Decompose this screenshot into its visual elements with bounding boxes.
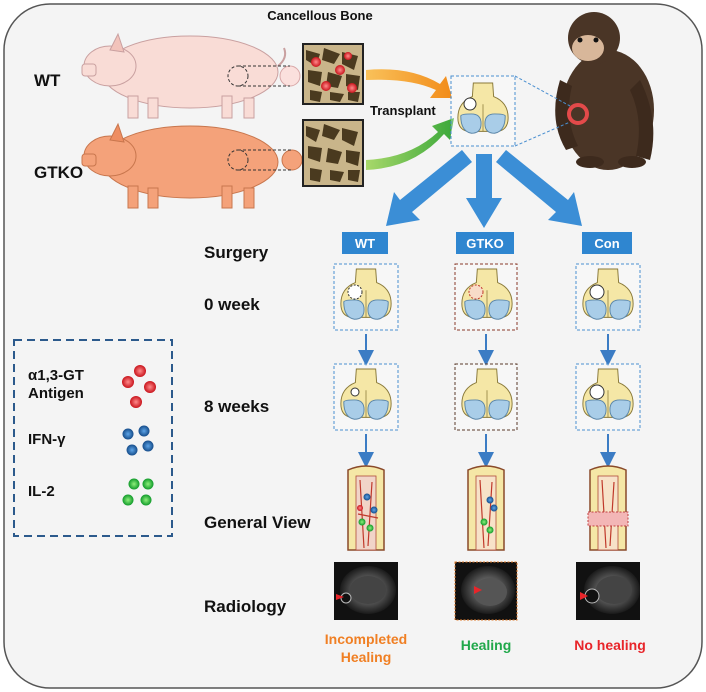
zoom-line-bottom bbox=[514, 121, 571, 147]
gtko-pig-illustration bbox=[81, 122, 303, 209]
wt-transfer-arrow bbox=[366, 69, 452, 98]
wt-bone-sample bbox=[302, 43, 364, 105]
chimpanzee-illustration bbox=[555, 12, 654, 170]
gtko-transfer-arrow bbox=[366, 118, 454, 170]
wt-week0-bone bbox=[333, 263, 399, 331]
gtko-radiology-scan bbox=[454, 561, 518, 621]
legend-blue-dots-icon bbox=[122, 425, 154, 456]
transplant-label: Transplant bbox=[370, 103, 436, 118]
group-header-wt bbox=[342, 232, 388, 254]
gtko-week0-bone bbox=[454, 263, 518, 331]
wt-general-view bbox=[347, 465, 385, 551]
arrow-to-con bbox=[496, 150, 582, 226]
transplant-femur-box bbox=[450, 75, 516, 147]
con-week8-bone bbox=[575, 363, 641, 431]
con-radiology-scan bbox=[576, 562, 640, 620]
group-header-con-label: Con bbox=[594, 236, 619, 251]
con-outcome: No healing bbox=[574, 637, 646, 653]
legend-antigen-line1: α1,3-GT bbox=[28, 367, 84, 384]
legend-antigen-line2: Antigen bbox=[28, 385, 84, 402]
legend-box bbox=[13, 339, 173, 537]
con-general-view bbox=[587, 465, 629, 551]
row-label-week0: 0 week bbox=[204, 295, 260, 314]
zoom-line-top bbox=[514, 75, 571, 107]
legend-green-dots-icon bbox=[122, 478, 154, 506]
row-label-radiology: Radiology bbox=[204, 597, 287, 616]
wt-radiology-scan bbox=[334, 562, 398, 620]
row-label-general-view: General View bbox=[204, 513, 311, 532]
wt-pig-illustration bbox=[81, 32, 301, 119]
legend-red-dots-icon bbox=[122, 365, 156, 408]
group-header-con bbox=[582, 232, 632, 254]
group-header-wt-label: WT bbox=[355, 236, 375, 251]
title-text: Cancellous Bone bbox=[267, 8, 372, 23]
group-header-gtko bbox=[456, 232, 514, 254]
wt-week8-bone bbox=[333, 363, 399, 431]
legend-il2-label: IL-2 bbox=[28, 483, 55, 500]
gtko-outcome: Healing bbox=[461, 637, 512, 653]
arrow-to-wt bbox=[386, 150, 472, 226]
wt-outcome-line2: Healing bbox=[341, 649, 392, 665]
wt-pig-label: WT bbox=[34, 71, 61, 90]
wt-outcome-line1: Incompleted bbox=[325, 631, 407, 647]
gtko-bone-sample bbox=[302, 119, 364, 187]
group-header-gtko-label: GTKO bbox=[466, 236, 504, 251]
legend-ifn-label: IFN-γ bbox=[28, 431, 66, 448]
gtko-pig-label: GTKO bbox=[34, 163, 83, 182]
con-week0-bone bbox=[575, 263, 641, 331]
row-label-surgery: Surgery bbox=[204, 243, 269, 262]
row-label-week8: 8 weeks bbox=[204, 397, 269, 416]
arrow-to-gtko bbox=[466, 154, 502, 228]
gtko-week8-bone bbox=[454, 363, 518, 431]
gtko-general-view bbox=[467, 465, 505, 551]
